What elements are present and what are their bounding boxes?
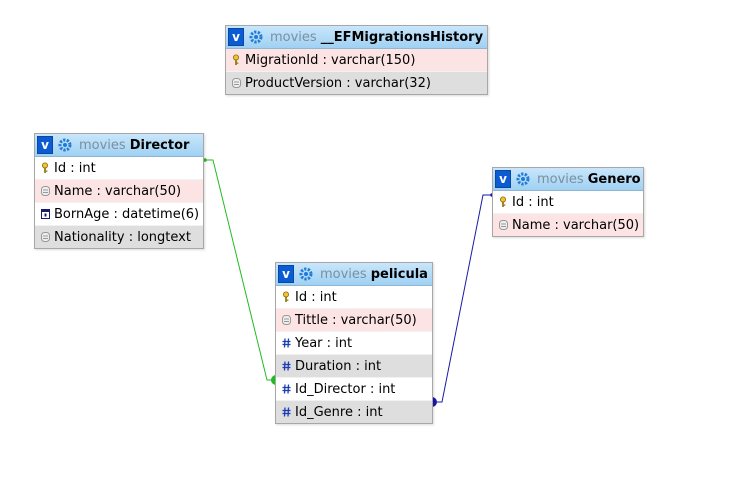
gear-icon[interactable] — [57, 137, 73, 153]
text-column-icon — [498, 218, 508, 232]
schema-name: movies — [79, 137, 126, 153]
column-label: Id : int — [512, 194, 554, 210]
column-row[interactable]: Year : int — [276, 332, 432, 355]
column-row[interactable]: Id : int — [493, 191, 643, 214]
text-column-icon — [40, 230, 50, 244]
key-icon — [498, 195, 508, 209]
column-label: Id : int — [295, 289, 337, 305]
key-icon — [281, 290, 291, 304]
column-row[interactable]: BornAge : datetime(6) — [35, 203, 203, 226]
schema-name: movies — [537, 171, 584, 187]
collapse-toggle-icon[interactable]: v — [495, 170, 511, 188]
text-column-icon — [281, 313, 291, 327]
numeric-column-icon — [281, 359, 291, 373]
column-row[interactable]: ProductVersion : varchar(32) — [226, 72, 487, 94]
text-column-icon — [40, 184, 50, 198]
key-icon — [231, 53, 241, 67]
schema-name: movies — [320, 266, 367, 282]
table-genero[interactable]: v movies Genero Id : int Name : varchar(… — [492, 167, 644, 237]
column-row[interactable]: MigrationId : varchar(150) — [226, 49, 487, 72]
date-column-icon — [40, 207, 50, 221]
gear-icon[interactable] — [248, 29, 264, 45]
column-row[interactable]: Id : int — [35, 157, 203, 180]
numeric-column-icon — [281, 382, 291, 396]
column-label: ProductVersion : varchar(32) — [245, 75, 431, 91]
column-row[interactable]: Tittle : varchar(50) — [276, 309, 432, 332]
text-column-icon — [231, 76, 241, 90]
table-header[interactable]: v movies Genero — [493, 168, 643, 191]
column-label: Duration : int — [295, 358, 382, 374]
numeric-column-icon — [281, 336, 291, 350]
column-row[interactable]: Id_Director : int — [276, 378, 432, 401]
gear-icon[interactable] — [515, 171, 531, 187]
column-row[interactable]: Name : varchar(50) — [493, 214, 643, 236]
column-label: BornAge : datetime(6) — [54, 206, 200, 222]
table-header[interactable]: v movies pelicula — [276, 263, 432, 286]
table-name: Director — [129, 137, 190, 153]
table-header[interactable]: v movies __EFMigrationsHistory — [226, 26, 487, 49]
table-name: Genero — [587, 171, 641, 187]
collapse-toggle-icon[interactable]: v — [228, 28, 244, 46]
column-label: Id_Director : int — [295, 381, 396, 397]
table-name: pelicula — [370, 266, 428, 282]
collapse-toggle-icon[interactable]: v — [278, 265, 294, 283]
table-ef-migrations-history[interactable]: v movies __EFMigrationsHistory Migration… — [225, 25, 488, 95]
column-row[interactable]: Id_Genre : int — [276, 401, 432, 423]
column-row[interactable]: Nationality : longtext — [35, 226, 203, 248]
relation-genero-pelicula[interactable] — [432, 194, 493, 403]
column-label: Id : int — [54, 160, 96, 176]
column-label: Id_Genre : int — [295, 404, 383, 420]
column-row[interactable]: Duration : int — [276, 355, 432, 378]
numeric-column-icon — [281, 405, 291, 419]
column-label: Tittle : varchar(50) — [295, 312, 417, 328]
schema-name: movies — [270, 29, 317, 45]
column-label: Name : varchar(50) — [512, 217, 640, 233]
column-label: Year : int — [295, 335, 353, 351]
table-pelicula[interactable]: v movies pelicula Id : int Tittle : varc… — [275, 262, 433, 424]
collapse-toggle-icon[interactable]: v — [37, 136, 53, 154]
relation-director-pelicula[interactable] — [205, 159, 276, 381]
table-header[interactable]: v movies Director — [35, 134, 203, 157]
table-name: __EFMigrationsHistory — [320, 29, 484, 45]
key-icon — [40, 161, 50, 175]
table-director[interactable]: v movies Director Id : int Name : varcha… — [34, 133, 204, 249]
column-label: Name : varchar(50) — [54, 183, 182, 199]
column-label: MigrationId : varchar(150) — [245, 52, 416, 68]
column-row[interactable]: Id : int — [276, 286, 432, 309]
column-row[interactable]: Name : varchar(50) — [35, 180, 203, 203]
column-label: Nationality : longtext — [54, 229, 191, 245]
gear-icon[interactable] — [298, 266, 314, 282]
